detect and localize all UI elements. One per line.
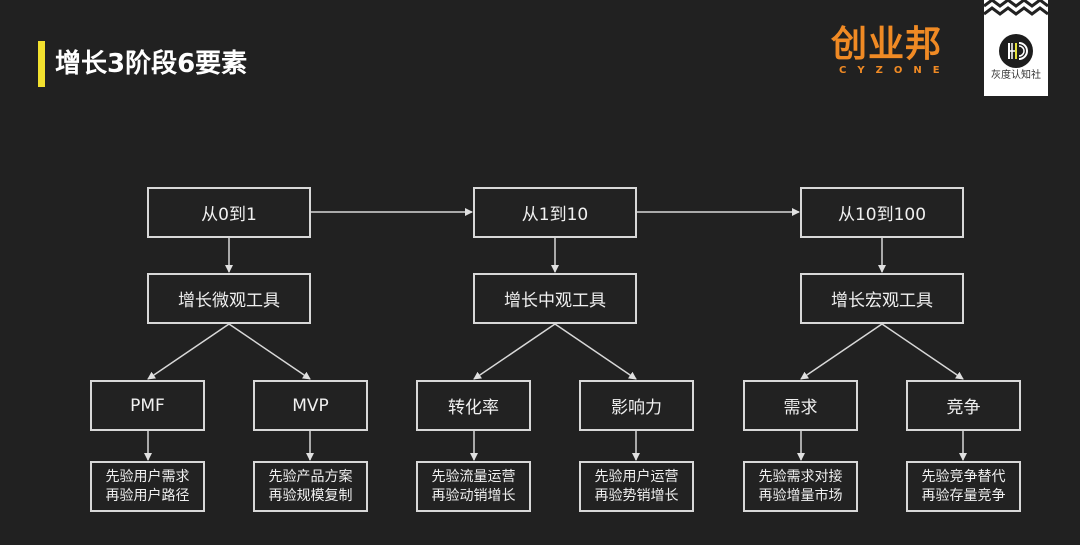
element-box-demand: 需求: [743, 380, 858, 431]
element-box-pmf: PMF: [90, 380, 205, 431]
element-box-influence: 影响力: [579, 380, 694, 431]
detail-box-conversion-rate: 先验流量运营 再验动销增长: [416, 461, 531, 512]
arrow-tool1-to-mvp: [228, 323, 311, 380]
partner-name: 灰度认知社: [991, 70, 1041, 81]
element-box-competition: 竞争: [906, 380, 1021, 431]
detail-box-mvp: 先验产品方案 再验规模复制: [253, 461, 368, 512]
detail-line: 再验动销增长: [431, 487, 516, 504]
hd-logo-icon: [999, 34, 1033, 68]
detail-line: 先验流量运营: [431, 468, 516, 485]
detail-line: 再验规模复制: [268, 487, 353, 504]
detail-box-demand: 先验需求对接 再验增量市场: [743, 461, 858, 512]
detail-line: 再验增量市场: [758, 487, 843, 504]
detail-line: 再验用户路径: [105, 487, 190, 504]
detail-line: 先验产品方案: [268, 468, 353, 485]
arrow-tool3-to-demand: [800, 323, 883, 380]
tool-box-meso: 增长中观工具: [473, 273, 637, 324]
detail-line: 先验需求对接: [758, 468, 843, 485]
stage-box-1-to-10: 从1到10: [473, 187, 637, 238]
tool-box-micro: 增长微观工具: [147, 273, 311, 324]
arrow-tool2-to-influence: [554, 323, 637, 380]
tool-box-macro: 增长宏观工具: [800, 273, 964, 324]
detail-line: 先验用户需求: [105, 468, 190, 485]
arrow-tool2-to-conversion: [473, 323, 556, 380]
detail-line: 再验存量竞争: [921, 487, 1006, 504]
partner-logo-card: 灰度认知社: [984, 0, 1048, 96]
title-accent-bar: [38, 41, 45, 87]
arrow-tool1-to-pmf: [147, 323, 230, 380]
element-box-conversion-rate: 转化率: [416, 380, 531, 431]
brand-name-cn: 创业邦: [831, 24, 943, 65]
detail-line: 先验用户运营: [594, 468, 679, 485]
detail-box-competition: 先验竞争替代 再验存量竞争: [906, 461, 1021, 512]
cyzone-logo: 创业邦 CYZONE: [831, 24, 961, 84]
page-title: 增长3阶段6要素: [55, 49, 248, 79]
stage-box-0-to-1: 从0到1: [147, 187, 311, 238]
brand-name-en: CYZONE: [839, 65, 951, 76]
detail-box-pmf: 先验用户需求 再验用户路径: [90, 461, 205, 512]
zigzag-pattern-icon: [984, 0, 1048, 16]
detail-line: 先验竞争替代: [921, 468, 1006, 485]
stage-box-10-to-100: 从10到100: [800, 187, 964, 238]
arrow-tool3-to-competition: [881, 323, 964, 380]
element-box-mvp: MVP: [253, 380, 368, 431]
detail-line: 再验势销增长: [594, 487, 679, 504]
detail-box-influence: 先验用户运营 再验势销增长: [579, 461, 694, 512]
